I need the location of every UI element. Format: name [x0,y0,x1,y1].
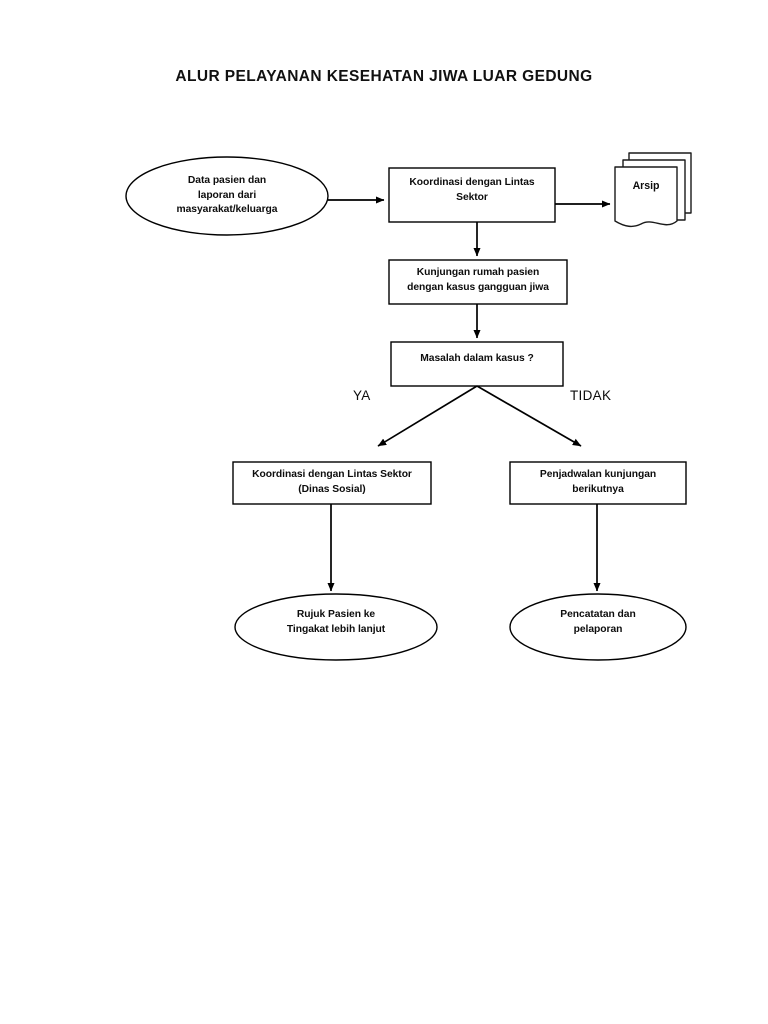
node-label-home-visit: Kunjungan rumah pasien dengan kasus gang… [393,266,563,295]
connector-decision-no [476,385,582,447]
node-label-referral-line2: Tingakat lebih lanjut [286,623,386,635]
node-label-recording-line2: pelaporan [573,623,623,635]
node-label-start-line3: masyarakat/keluarga [176,204,278,216]
node-label-archive: Arsip [617,179,675,194]
node-label-coordination-social-line2: (Dinas Sosial) [298,483,366,495]
branch-label-yes: YA [353,388,371,403]
node-label-next-visit: Penjadwalan kunjungan berikutnya [513,468,683,497]
connector-decision-yes [377,385,478,447]
node-shape-referral [234,593,438,661]
node-label-coordination-social-line1: Koordinasi dengan Lintas Sektor [252,469,412,480]
node-label-referral: Rujuk Pasien ke Tingakat lebih lanjut [251,608,421,637]
page-title: ALUR PELAYANAN KESEHATAN JIWA LUAR GEDUN… [175,68,593,85]
node-label-decision-text: Masalah dalam kasus ? [420,353,534,364]
node-shape-recording [509,593,687,661]
node-shape-home-visit [388,259,568,305]
node-shape-next-visit [509,461,687,505]
node-label-next-visit-line2: berikutnya [572,483,624,495]
node-label-coordination-line1: Koordinasi dengan Lintas [409,177,535,188]
node-shape-coordination-social [232,461,432,505]
node-label-referral-line1: Rujuk Pasien ke [296,609,376,620]
node-label-coordination: Koordinasi dengan Lintas Sektor [393,176,551,205]
node-shape-start [125,156,329,236]
archive-sheet-front [614,166,678,228]
node-label-start-line2: laporan dari [197,189,257,201]
node-label-home-visit-line2: dengan kasus gangguan jiwa [407,281,549,293]
node-label-home-visit-line1: Kunjungan rumah pasien [416,267,540,278]
node-label-coordination-social: Koordinasi dengan Lintas Sektor (Dinas S… [236,468,428,497]
node-label-next-visit-line1: Penjadwalan kunjungan [539,469,657,480]
branch-label-no: TIDAK [570,388,612,403]
node-label-start-line1: Data pasien dan [187,175,267,186]
node-label-decision: Masalah dalam kasus ? [395,352,559,367]
node-shape-coordination [388,167,556,223]
archive-label-text: Arsip [632,180,660,192]
node-label-recording-line1: Pencatatan dan [560,609,636,620]
node-label-start: Data pasien dan laporan dari masyarakat/… [142,174,312,218]
node-label-coordination-line2: Sektor [456,191,488,203]
node-label-recording: Pencatatan dan pelaporan [520,608,676,637]
